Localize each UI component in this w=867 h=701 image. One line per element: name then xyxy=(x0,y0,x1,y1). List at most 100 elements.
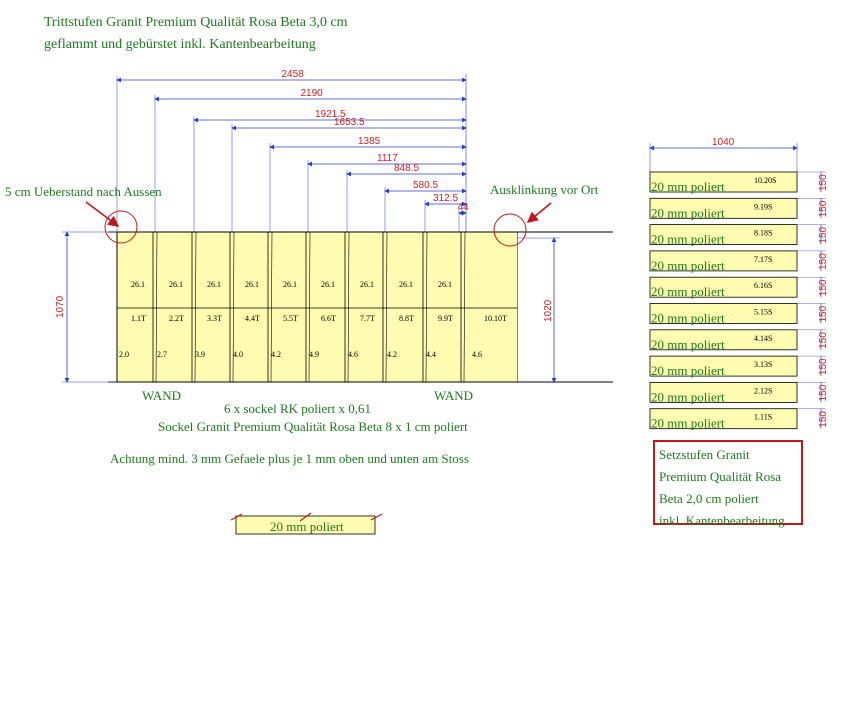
riser-height-label: 150 xyxy=(818,253,829,270)
stair-divider xyxy=(463,231,466,383)
tread-bottom-label: 4.4 xyxy=(426,350,436,359)
tread-top-label: 26.1 xyxy=(131,280,145,289)
stair-divider xyxy=(194,231,197,383)
stair-divider xyxy=(385,231,388,383)
stair-divider xyxy=(270,231,273,383)
tread-mid-label: 6.6T xyxy=(321,314,336,323)
top-dim-label: 1117 xyxy=(377,153,398,164)
tread-mid-label: 2.2T xyxy=(169,314,184,323)
stair-divider xyxy=(155,231,158,383)
riser-finish-label: 20 mm poliert xyxy=(651,205,725,220)
notch-marker-circle xyxy=(493,213,527,247)
riser-row xyxy=(649,197,798,219)
tread-bottom-label: 4.9 xyxy=(309,350,319,359)
riser-code-label: 6.16S xyxy=(754,281,772,290)
riser-finish-label: 20 mm poliert xyxy=(651,416,725,431)
tread-bottom-label: 2.7 xyxy=(157,350,167,359)
tread-top-label: 26.1 xyxy=(169,280,183,289)
info-line2: Premium Qualität Rosa xyxy=(659,469,782,484)
top-dim-label: 2458 xyxy=(282,69,305,80)
riser-row xyxy=(649,276,798,298)
tread-bottom-label: 4.6 xyxy=(348,350,358,359)
riser-row xyxy=(649,224,798,246)
riser-code-label: 2.12S xyxy=(754,386,772,395)
tread-mid-label: 3.3T xyxy=(207,314,222,323)
tread-mid-label: 8.8T xyxy=(399,314,414,323)
top-dimension-lines: 245821901921.51653.513851117848.5580.531… xyxy=(116,69,470,232)
sample-label: 20 mm poliert xyxy=(270,519,344,534)
riser-row xyxy=(649,355,798,377)
top-dim-label: 312.5 xyxy=(433,193,458,204)
tread-mid-label: 10.10T xyxy=(484,314,507,323)
riser-height-label: 150 xyxy=(818,200,829,217)
title-line2: geflammt und gebürstet inkl. Kantenbearb… xyxy=(44,37,316,52)
riser-height-label: 150 xyxy=(818,279,829,296)
riser-row xyxy=(649,171,798,193)
stair-divider xyxy=(347,231,350,383)
riser-row xyxy=(649,381,798,403)
sample-marker-mid xyxy=(299,512,312,522)
tread-mid-label: 1.1T xyxy=(131,314,146,323)
notch-label: Ausklinkung vor Ort xyxy=(490,182,599,197)
tread-mid-label: 4.4T xyxy=(245,314,260,323)
tread-top-label: 26.1 xyxy=(399,280,413,289)
riser-height-label: 150 xyxy=(818,358,829,375)
tread-top-label: 26.1 xyxy=(283,280,297,289)
riser-height-label: 150 xyxy=(818,174,829,191)
tread-top-label: 26.1 xyxy=(360,280,374,289)
top-dim-label: 848.5 xyxy=(394,163,419,174)
tread-bottom-label: 4.0 xyxy=(233,350,243,359)
tread-bottom-label: 2.0 xyxy=(119,350,129,359)
riser-finish-label: 20 mm poliert xyxy=(651,363,725,378)
riser-finish-label: 20 mm poliert xyxy=(651,311,725,326)
tread-bottom-label: 4.2 xyxy=(271,350,281,359)
info-line3: Beta 2,0 cm poliert xyxy=(659,491,759,506)
overhang-marker-circle xyxy=(104,210,138,244)
sample-marker-left xyxy=(230,513,243,521)
info-box: Setzstufen Granit Premium Qualität Rosa … xyxy=(653,440,803,528)
stair-body xyxy=(116,231,518,383)
riser-row xyxy=(649,250,798,272)
riser-finish-label: 20 mm poliert xyxy=(651,179,725,194)
sample-marker-right xyxy=(370,513,383,521)
riser-code-label: 9.19S xyxy=(754,202,772,211)
stair-divider xyxy=(425,231,428,383)
height-left-label: 1070 xyxy=(55,295,66,318)
riser-height-label: 150 xyxy=(818,332,829,349)
riser-code-label: 1.11S xyxy=(754,413,772,422)
riser-code-label: 5.15S xyxy=(754,308,772,317)
title-line1: Trittstufen Granit Premium Qualität Rosa… xyxy=(44,15,348,30)
stair-divider xyxy=(308,231,311,383)
riser-code-label: 7.17S xyxy=(754,255,772,264)
riser-finish-label: 20 mm poliert xyxy=(651,389,725,404)
tread-bottom-label: 4.6 xyxy=(472,350,482,359)
top-dim-label: 44 xyxy=(458,202,470,213)
info-line4: inkl. Kantenbearbeitung xyxy=(659,513,785,528)
riser-finish-label: 20 mm poliert xyxy=(651,284,725,299)
info-line1: Setzstufen Granit xyxy=(659,447,750,462)
stair-dividers xyxy=(152,231,466,383)
overhang-label: 5 cm Ueberstand nach Aussen xyxy=(5,184,162,199)
tread-top-label: 26.1 xyxy=(245,280,259,289)
top-dim-label: 1385 xyxy=(358,136,381,147)
tread-bottom-label: 4.2 xyxy=(387,350,397,359)
riser-row xyxy=(649,303,798,324)
overhang-arrow xyxy=(85,201,120,227)
tread-mid-label: 7.7T xyxy=(360,314,375,323)
riser-row xyxy=(649,408,798,430)
riser-height-label: 150 xyxy=(818,305,829,322)
notch-area xyxy=(463,232,517,382)
riser-finish-label: 20 mm poliert xyxy=(651,232,725,247)
riser-row xyxy=(649,329,798,351)
sample-swatch xyxy=(235,515,376,535)
riser-code-label: 3.13S xyxy=(754,360,772,369)
stair-divider xyxy=(232,231,235,383)
riser-code-label: 8.18S xyxy=(754,229,772,238)
wand-right-label: WAND xyxy=(434,388,473,403)
tread-mid-label: 5.5T xyxy=(283,314,298,323)
riser-code-label: 4.14S xyxy=(754,334,772,343)
